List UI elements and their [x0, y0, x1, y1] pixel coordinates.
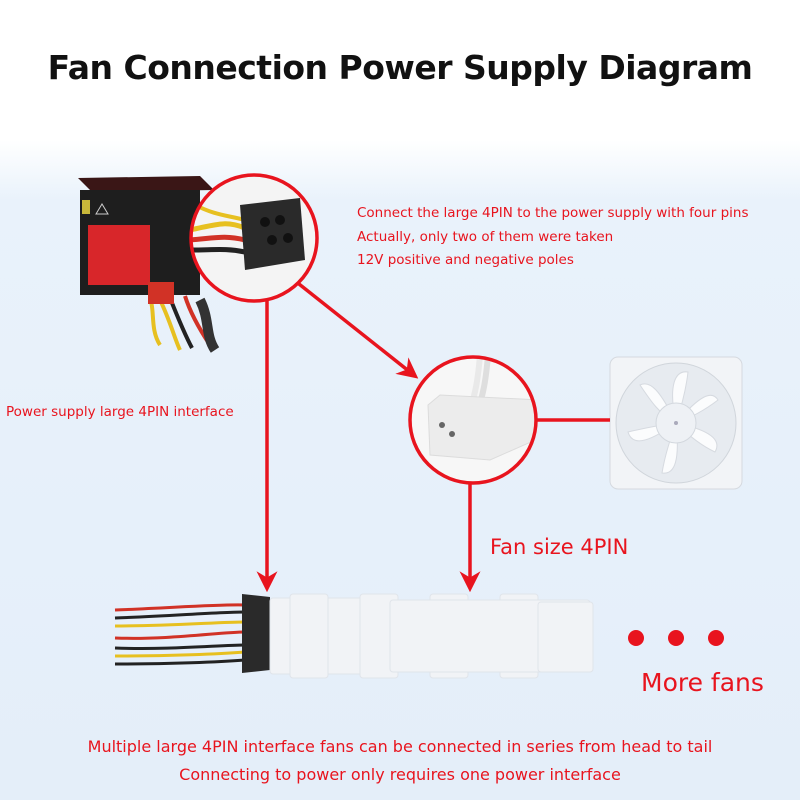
chained-connectors [114, 593, 594, 679]
psu-connector-note: Connect the large 4PIN to the power supp… [357, 202, 748, 273]
bottom-note: Multiple large 4PIN interface fans can b… [0, 733, 800, 789]
psu-connector-note-line: Actually, only two of them were taken [357, 228, 614, 245]
power-supply-unit [78, 176, 220, 353]
psu-connector-magnifier [189, 173, 319, 303]
fan-connector-label: Fan size 4PIN [490, 535, 629, 559]
diagram-title: Fan Connection Power Supply Diagram [47, 48, 753, 87]
connection-arrows [256, 282, 610, 593]
arrow-psu-to-fan-connector [297, 282, 419, 379]
bottom-note-line: Multiple large 4PIN interface fans can b… [87, 737, 713, 756]
continuation-dots [628, 630, 724, 646]
dot-3 [708, 630, 724, 646]
fan-connector-magnifier [408, 355, 538, 485]
psu-connector-note-line: Connect the large 4PIN to the power supp… [357, 205, 749, 221]
more-fans-label: More fans [641, 668, 764, 697]
psu-connector-note-line: 12V positive and negative poles [357, 252, 574, 268]
bottom-note-line: Connecting to power only requires one po… [179, 765, 621, 784]
dot-2 [668, 630, 684, 646]
case-fan [609, 356, 743, 490]
dot-1 [628, 630, 644, 646]
psu-interface-label: Power supply large 4PIN interface [6, 404, 234, 420]
